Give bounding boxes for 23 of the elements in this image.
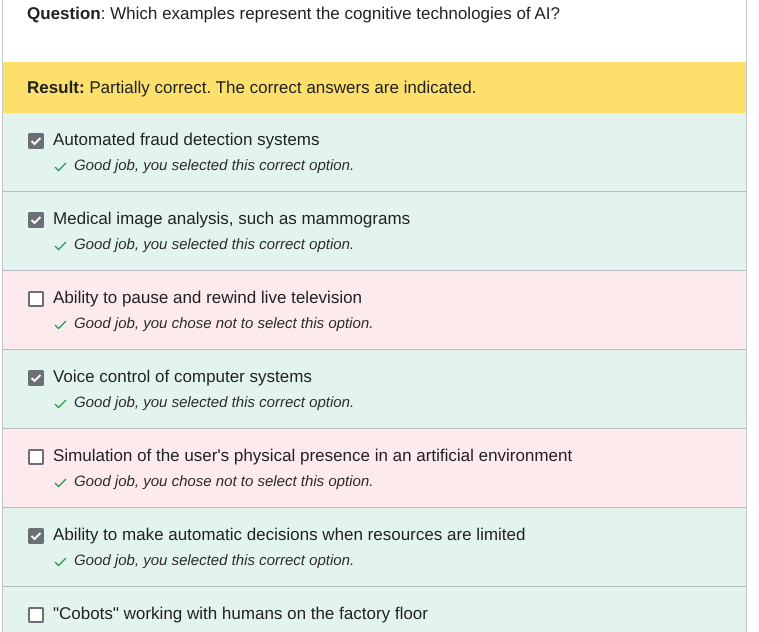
result-banner [3,62,746,113]
feedback-text: Good job, you selected this correct option. [74,236,354,253]
option-label: Medical image analysis, such as mammograms [53,209,410,229]
feedback-text: Good job, you chose not to select this option. [74,315,374,332]
answer-option-row [3,587,746,632]
answer-option-row [3,271,746,350]
result-text: Result: Partially correct. The correct answers are indicated. [27,78,476,98]
feedback-text: Good job, you selected this correct option. [74,394,354,411]
option-label: Automated fraud detection systems [53,130,320,150]
answer-option-row [3,429,746,508]
option-label: Ability to make automatic decisions when resources are limited [53,525,526,545]
feedback-text: Good job, you chose not to select this option. [74,473,374,490]
answer-option-row [3,350,746,429]
feedback-text: Good job, you selected this correct option. [74,552,354,569]
feedback-text: Good job, you selected this correct option. [74,157,354,174]
option-label: Ability to pause and rewind live television [53,288,362,308]
option-label: "Cobots" working with humans on the factory floor [53,604,428,624]
option-label: Simulation of the user's physical presence in an artificial environment [53,446,572,466]
answer-option-row [3,113,746,192]
option-label: Voice control of computer systems [53,367,312,387]
answer-option-row [3,192,746,271]
question-text: Question: Which examples represent the cognitive technologies of AI? [27,4,560,23]
answer-option-row [3,508,746,587]
